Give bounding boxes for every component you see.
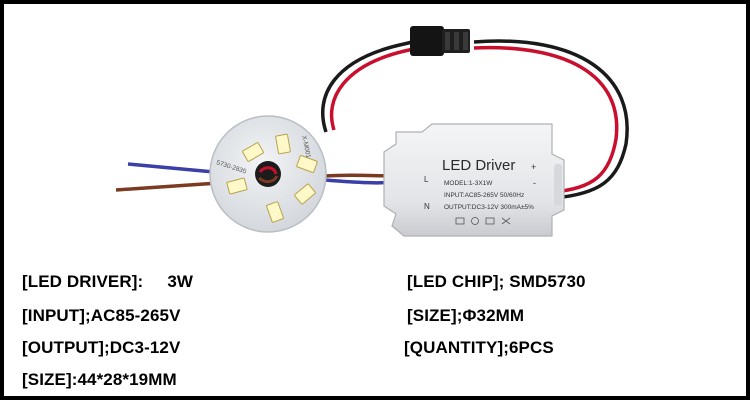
spec-input-label: [INPUT]; <box>22 306 91 325</box>
spec-driver-size: [SIZE]:44*28*19MM <box>22 370 177 390</box>
spec-driver-size-label: [SIZE]: <box>22 370 78 389</box>
led-driver-box: LED Driver MODEL:1-3X1W INPUT:AC85-265V … <box>383 123 565 237</box>
product-panel: 5730-2835 X-M001 LED Driver MODEL:1-3X1W… <box>4 4 746 396</box>
certification-marks-icon <box>455 217 511 225</box>
driver-input: INPUT:AC85-265V 50/60Hz <box>444 192 524 199</box>
spec-output-label: [OUTPUT]; <box>22 338 110 357</box>
led-chip-2 <box>275 133 291 155</box>
terminal-n: N <box>424 202 430 211</box>
driver-title: LED Driver <box>442 157 515 174</box>
terminal-plus: + <box>531 162 536 172</box>
dc-connector <box>410 26 470 56</box>
led-chip-1 <box>242 142 264 162</box>
terminal-l: L <box>424 175 429 184</box>
spec-led-chip-label: [LED CHIP]; <box>407 272 505 291</box>
spec-input: [INPUT];AC85-265V <box>22 306 181 326</box>
spec-input-value: AC85-265V <box>90 306 181 325</box>
product-photo: 5730-2835 X-M001 LED Driver MODEL:1-3X1W… <box>115 26 629 237</box>
spec-output-value: DC3-12V <box>109 338 181 357</box>
spec-driver-size-value: 44*28*19MM <box>77 370 177 389</box>
spec-quantity-value: 6PCS <box>508 338 554 357</box>
led-chip-6 <box>226 177 248 195</box>
led-chip-4 <box>294 183 316 205</box>
spec-led-driver: [LED DRIVER]: 3W <box>22 272 193 292</box>
led-chip-5 <box>266 201 284 223</box>
spec-board-size-value: Φ32MM <box>462 306 525 325</box>
spec-led-driver-value: 3W <box>167 272 194 291</box>
led-chip-3 <box>296 155 318 173</box>
red-wire-from-driver <box>473 45 619 194</box>
spec-board-size: [SIZE];Φ32MM <box>407 306 524 326</box>
spec-quantity: [QUANTITY];6PCS <box>404 338 554 358</box>
spec-list: [LED DRIVER]: 3W [INPUT];AC85-265V [OUTP… <box>4 266 746 396</box>
spec-output: [OUTPUT];DC3-12V <box>22 338 180 358</box>
black-wire-to-connector <box>321 30 426 133</box>
spec-led-chip: [LED CHIP]; SMD5730 <box>407 272 586 292</box>
spec-quantity-label: [QUANTITY]; <box>404 338 509 357</box>
spec-led-driver-label: [LED DRIVER]: <box>22 272 144 291</box>
driver-output: OUTPUT:DC3-12V 300mA±5% <box>444 204 534 211</box>
driver-model: MODEL:1-3X1W <box>444 180 493 187</box>
terminal-minus: - <box>533 178 536 188</box>
board-label-top: X-M001 <box>300 135 312 159</box>
black-wire-from-driver <box>473 39 629 200</box>
spec-led-chip-value: SMD5730 <box>509 272 586 291</box>
led-board: 5730-2835 X-M001 <box>209 115 327 233</box>
spec-board-size-label: [SIZE]; <box>407 306 463 325</box>
